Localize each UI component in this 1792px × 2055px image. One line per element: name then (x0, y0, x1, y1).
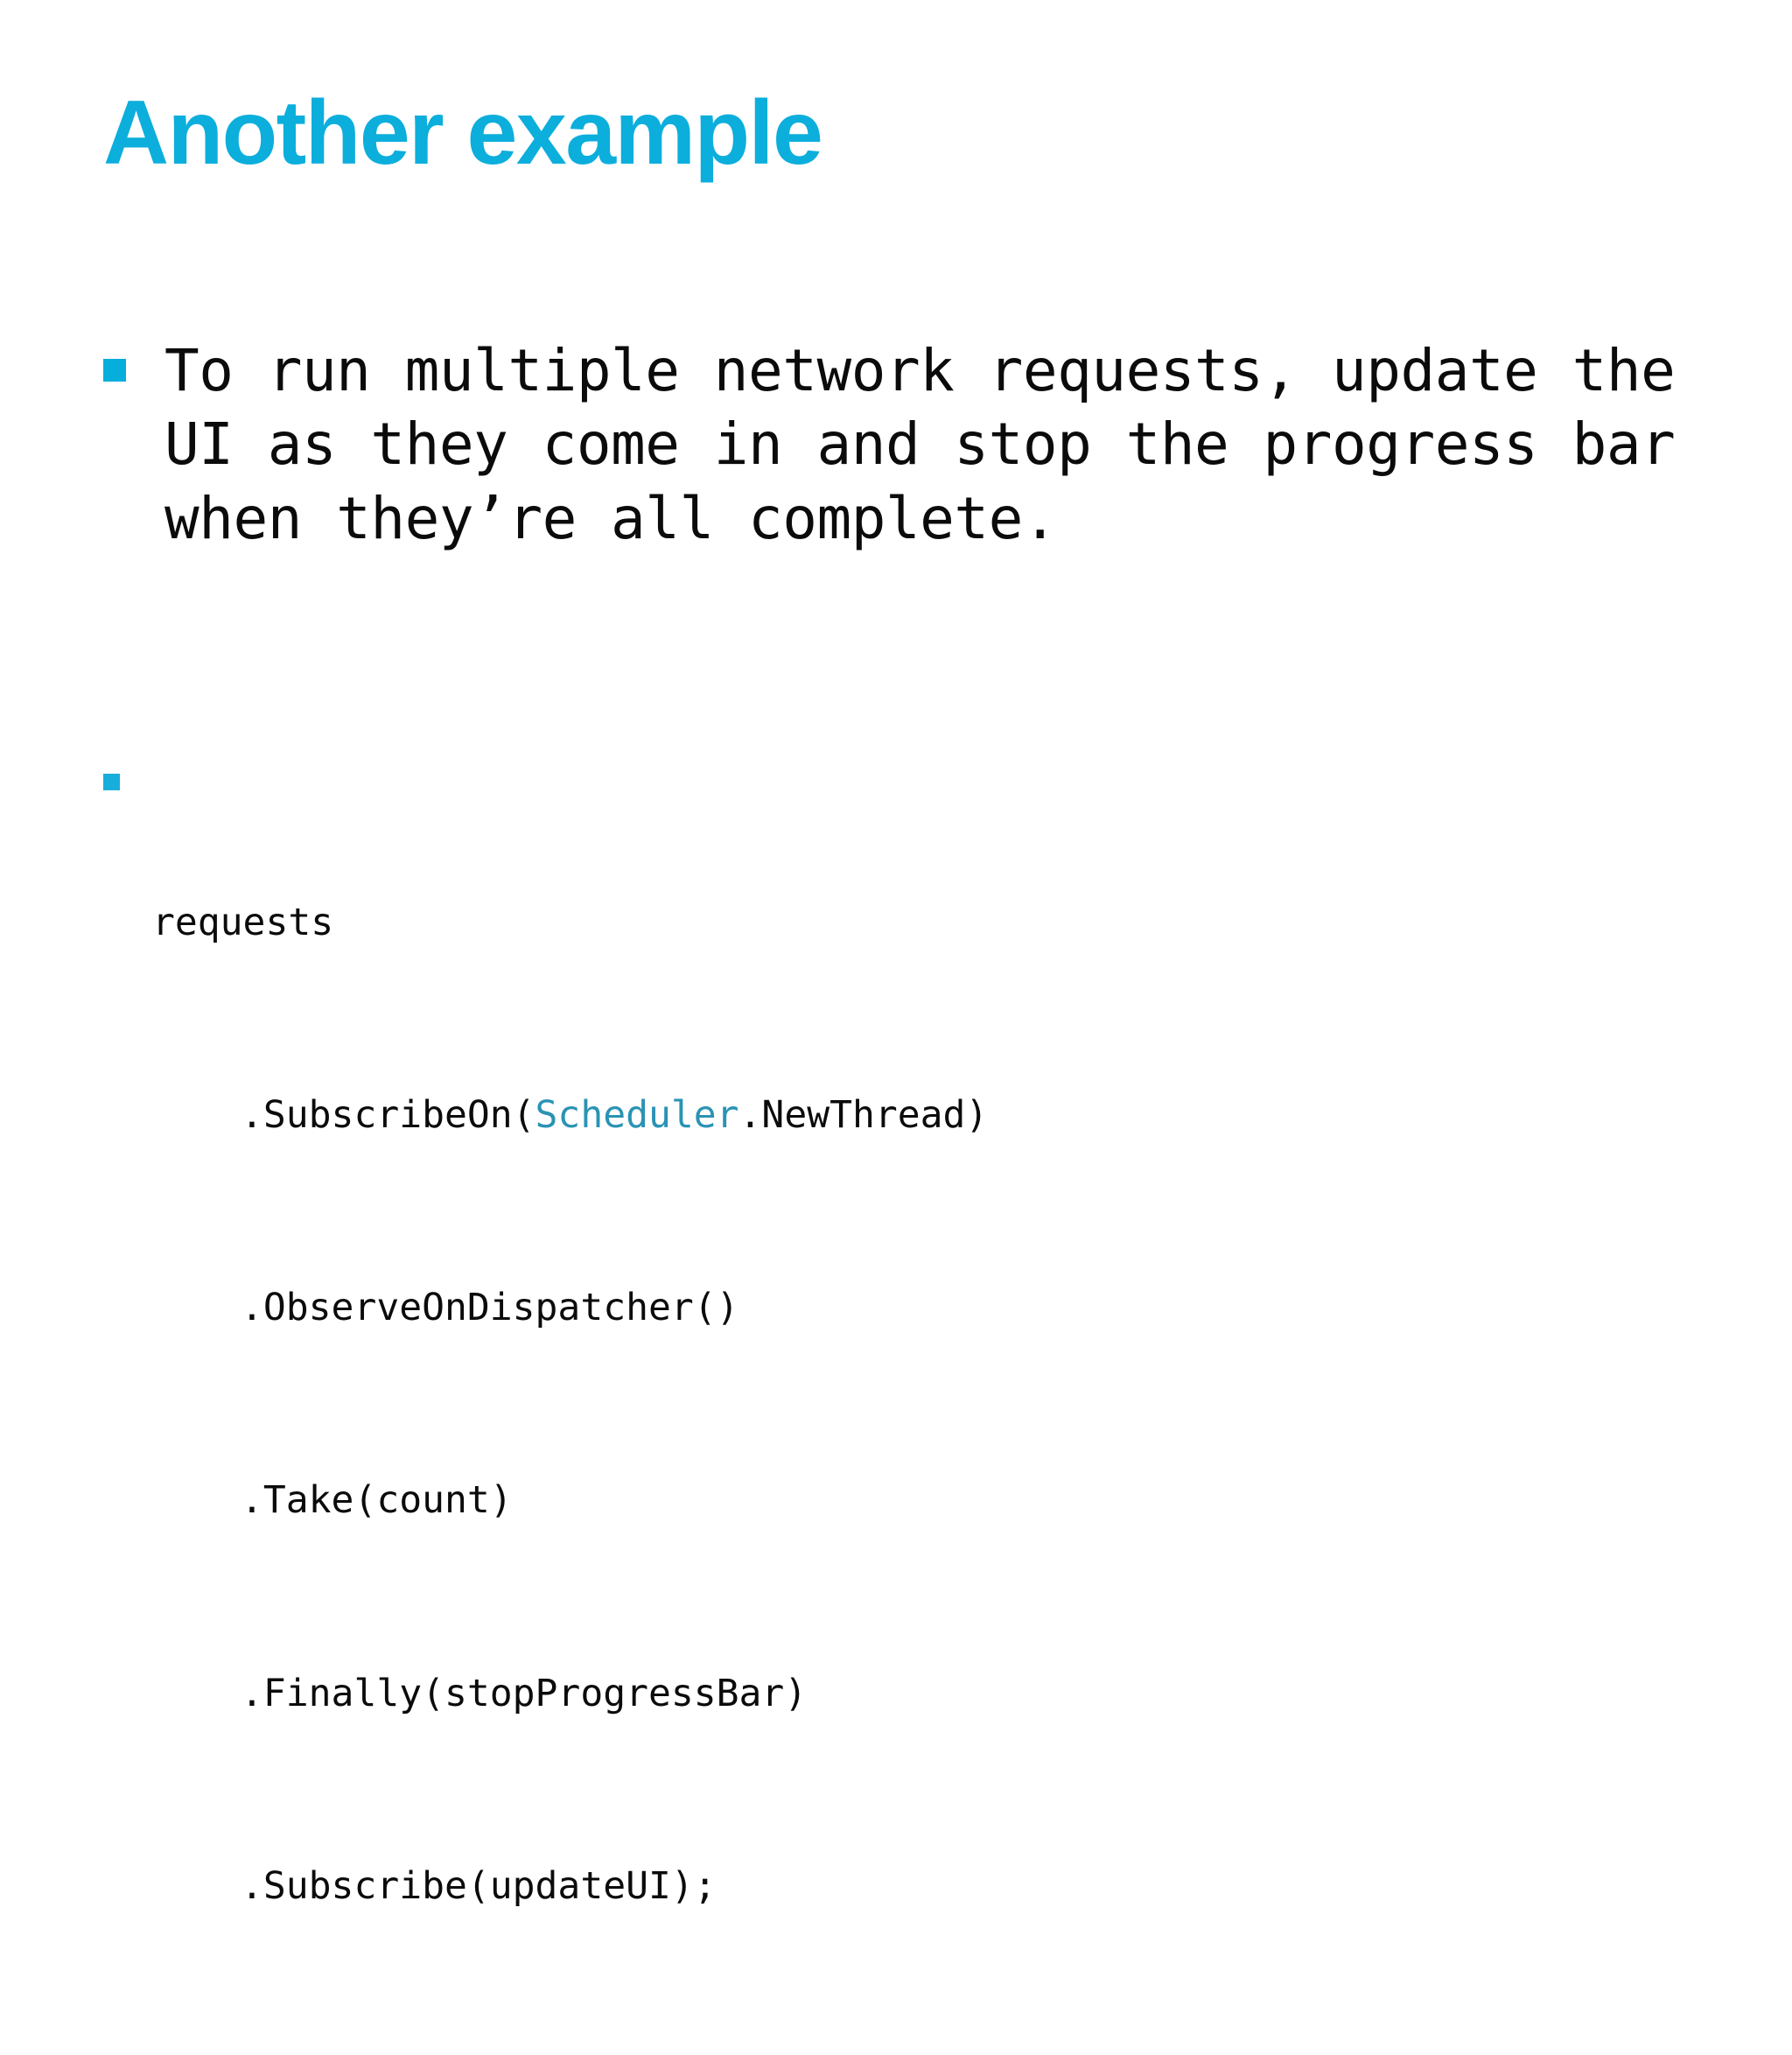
code-text: .ObserveOnDispatcher() (241, 1286, 739, 1330)
list-item: To run multiple network requests, update… (103, 334, 1748, 556)
code-text: .Take(count) (241, 1478, 513, 1523)
page-title: Another example (103, 82, 823, 184)
square-bullet-icon (103, 359, 126, 382)
code-text: .Finally(stopProgressBar) (241, 1671, 808, 1715)
bullet-text: To run multiple network requests, update… (164, 337, 1710, 552)
code-bullet-list: requests .SubscribeOn(Scheduler.NewThrea… (103, 754, 1748, 2055)
code-line: requests (152, 899, 1748, 947)
code-text: .Subscribe(updateUI); (241, 1863, 717, 1908)
code-line: .Finally(stopProgressBar) (152, 1670, 1748, 1718)
square-bullet-icon (103, 774, 120, 790)
slide-canvas: Another example To run multiple network … (103, 82, 1748, 1908)
body-bullet-list: To run multiple network requests, update… (103, 334, 1748, 556)
code-line: .Take(count) (152, 1476, 1748, 1525)
code-text: .SubscribeOn( (241, 1093, 536, 1138)
list-item: requests .SubscribeOn(Scheduler.NewThrea… (103, 754, 1748, 2055)
code-line: .Subscribe(updateUI); (152, 1862, 1748, 1911)
code-snippet: requests .SubscribeOn(Scheduler.NewThrea… (152, 754, 1748, 2055)
code-token-type: Scheduler (535, 1093, 739, 1138)
code-text: requests (152, 901, 334, 945)
code-text: .NewThread) (738, 1093, 989, 1138)
code-line: .ObserveOnDispatcher() (152, 1284, 1748, 1332)
code-line: .SubscribeOn(Scheduler.NewThread) (152, 1091, 1748, 1140)
